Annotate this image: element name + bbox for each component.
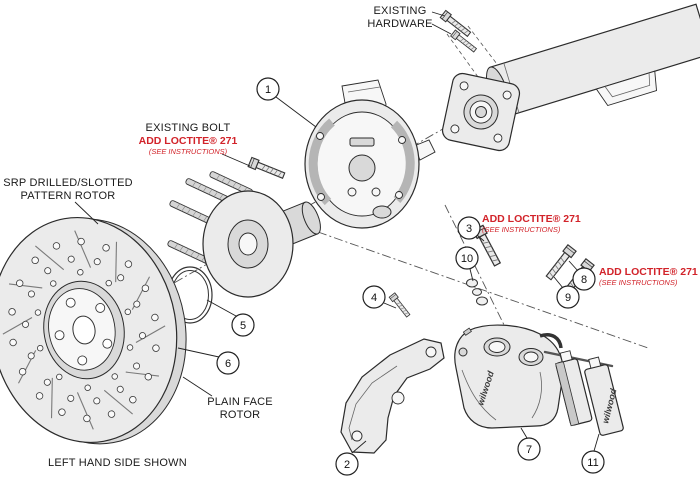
svg-text:5: 5 xyxy=(240,320,246,332)
callout-6: 6 xyxy=(216,351,240,375)
svg-text:4: 4 xyxy=(371,292,377,304)
pad-pin xyxy=(543,350,614,368)
svg-text:1: 1 xyxy=(265,84,271,96)
callout-1: 1 xyxy=(256,77,280,101)
callout-10: 10 xyxy=(455,246,479,270)
left-hand-side-label: LEFT HAND SIDE SHOWN xyxy=(48,457,187,469)
leader-lines xyxy=(74,11,600,454)
brake-caliper: wilwood xyxy=(454,324,614,429)
svg-text:3: 3 xyxy=(466,223,472,235)
callout-5: 5 xyxy=(231,313,255,337)
wheel-stud xyxy=(168,199,214,226)
srp-rotor-label-line2: PATTERN ROTOR xyxy=(21,190,116,202)
plain-face-rotor-label-line1: PLAIN FACE xyxy=(207,396,273,408)
backing-plate-hub-hole xyxy=(348,154,376,182)
svg-text:11: 11 xyxy=(587,457,598,469)
svg-text:8: 8 xyxy=(581,274,587,286)
svg-text:6: 6 xyxy=(225,358,231,370)
callout-9: 9 xyxy=(556,285,580,309)
callout-3: 3 xyxy=(457,216,481,240)
washer-stack xyxy=(466,278,488,306)
existing-hardware-label-line2: HARDWARE xyxy=(367,18,432,30)
callout-7: 7 xyxy=(517,437,541,461)
brake-pads: wilwood xyxy=(555,350,624,436)
see-instructions-label-3: (SEE INSTRUCTIONS) xyxy=(599,278,678,287)
rotor xyxy=(0,216,187,445)
existing-bolt xyxy=(247,156,287,181)
see-instructions-label-1: (SEE INSTRUCTIONS) xyxy=(149,147,228,156)
add-loctite-label-2: ADD LOCTITE® 271 xyxy=(482,213,581,225)
callouts: 1 2 3 4 5 6 7 8 9 10 11 xyxy=(216,77,605,476)
existing-bolt-label: EXISTING BOLT xyxy=(146,122,231,134)
svg-text:7: 7 xyxy=(526,444,532,456)
callout-11: 11 xyxy=(581,450,605,474)
existing-hardware-bolts xyxy=(439,9,478,54)
svg-text:2: 2 xyxy=(344,459,350,471)
bleed-screw xyxy=(462,327,472,336)
callout-8: 8 xyxy=(572,267,596,291)
axle-flange-bearing xyxy=(441,72,521,152)
existing-hardware-label-line1: EXISTING xyxy=(374,5,427,17)
backing-plate xyxy=(304,79,436,229)
bracket-bolt xyxy=(388,292,412,319)
srp-rotor-label-line1: SRP DRILLED/SLOTTED xyxy=(3,177,133,189)
crossover-tube xyxy=(539,333,563,349)
axle-hub xyxy=(166,170,321,298)
add-loctite-label-3: ADD LOCTITE® 271 xyxy=(599,266,698,278)
text-labels: EXISTING HARDWARE EXISTING BOLT ADD LOCT… xyxy=(3,5,698,469)
add-loctite-label-1: ADD LOCTITE® 271 xyxy=(139,135,238,147)
callout-2: 2 xyxy=(335,452,359,476)
callout-4: 4 xyxy=(362,285,386,309)
see-instructions-label-2: (SEE INSTRUCTIONS) xyxy=(482,225,561,234)
svg-text:10: 10 xyxy=(461,253,473,265)
svg-text:9: 9 xyxy=(565,292,571,304)
parking-brake-lever xyxy=(372,205,392,219)
tube-bracket xyxy=(595,70,657,107)
plain-face-rotor-label-line2: ROTOR xyxy=(220,409,261,421)
caliper-bracket xyxy=(340,338,445,454)
